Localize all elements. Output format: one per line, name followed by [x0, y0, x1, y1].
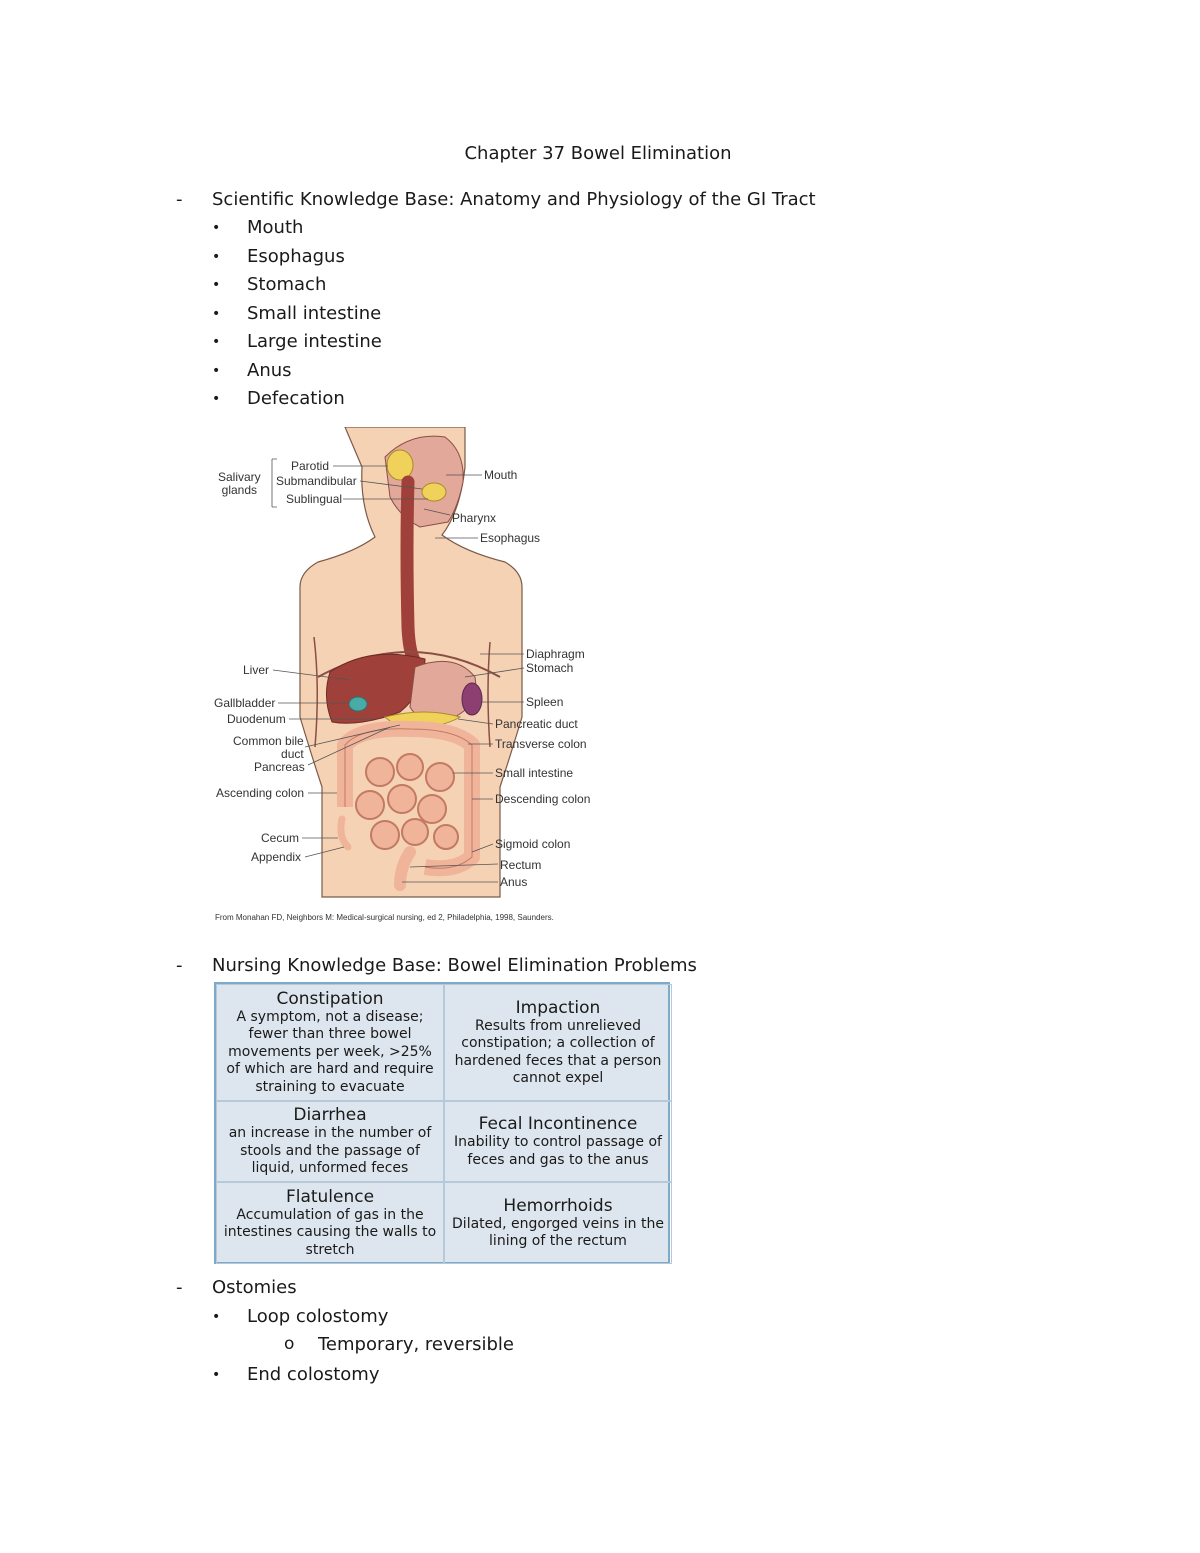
cell-body: A symptom, not a disease; fewer than thr…	[226, 1008, 434, 1095]
spleen	[461, 682, 483, 716]
label-stomach: Stomach	[526, 661, 574, 675]
label-duodenum: Duodenum	[227, 712, 286, 726]
sub-bullet-icon: o	[284, 1334, 295, 1354]
submandibular-gland	[421, 482, 447, 502]
table-cell-flatulence: Flatulence Accumulation of gas in the in…	[216, 1182, 444, 1264]
rib-line-right	[487, 641, 491, 748]
figure-caption: From Monahan FD, Neighbors M: Medical-su…	[215, 913, 554, 922]
label-rectum: Rectum	[500, 858, 542, 872]
list-item: Large intestine	[247, 331, 382, 352]
label-liver: Liver	[243, 663, 270, 677]
table-cell-fecal-incontinence: Fecal Incontinence Inability to control …	[444, 1101, 672, 1182]
cell-title: Hemorrhoids	[503, 1195, 613, 1216]
label-spleen: Spleen	[526, 695, 564, 709]
bullet-icon: •	[212, 1309, 221, 1325]
label-ascending-colon: Ascending colon	[216, 786, 305, 800]
label-descending-colon: Descending colon	[495, 792, 591, 806]
rectum	[394, 846, 416, 891]
label-appendix: Appendix	[251, 850, 302, 864]
list-item: Anus	[247, 360, 292, 381]
cell-body: Results from unrelieved constipation; a …	[454, 1017, 662, 1087]
section-dash: -	[176, 189, 183, 210]
bullet-icon: •	[212, 334, 221, 350]
leader-lines	[271, 458, 525, 883]
label-mouth: Mouth	[484, 468, 518, 482]
list-item: Mouth	[247, 217, 304, 238]
section-dash: -	[176, 1277, 183, 1298]
label-anus: Anus	[500, 875, 528, 889]
label-pancreas: Pancreas	[254, 760, 305, 774]
parotid-gland	[386, 449, 414, 481]
label-transverse-colon: Transverse colon	[495, 737, 587, 751]
list-item: Defecation	[247, 388, 345, 409]
cell-body: Dilated, engorged veins in the lining of…	[452, 1215, 664, 1250]
page-title: Chapter 37 Bowel Elimination	[464, 143, 732, 164]
section-heading-problems: Nursing Knowledge Base: Bowel Eliminatio…	[212, 955, 697, 976]
bowel-problems-table: Constipation A symptom, not a disease; f…	[214, 982, 672, 1264]
bullet-icon: •	[212, 249, 221, 265]
table-cell-impaction: Impaction Results from unrelieved consti…	[444, 984, 672, 1101]
cell-title: Flatulence	[285, 1186, 375, 1207]
bullet-icon: •	[212, 363, 221, 379]
gi-tract-illustration	[271, 427, 525, 898]
label-sublingual: Sublingual	[286, 492, 343, 506]
cell-title: Diarrhea	[293, 1105, 367, 1126]
appendix	[337, 815, 352, 851]
table-cell-constipation: Constipation A symptom, not a disease; f…	[216, 984, 444, 1101]
label-salivary-glands: Salivary glands	[218, 470, 261, 497]
list-item: Small intestine	[247, 303, 382, 324]
cell-body: Inability to control passage of feces an…	[454, 1134, 662, 1168]
cell-body: Accumulation of gas in the intestines ca…	[223, 1206, 437, 1258]
label-common-bile-duct: Common bile duct	[233, 734, 304, 761]
label-small-intestine: Small intestine	[495, 766, 574, 780]
label-pharynx: Pharynx	[452, 511, 497, 525]
cell-title: Fecal Incontinence	[478, 1114, 638, 1134]
label-parotid: Parotid	[291, 459, 330, 473]
gi-tract-figure: Salivary glands Parotid Submandibular Su…	[210, 427, 610, 927]
label-esophagus: Esophagus	[480, 531, 541, 545]
gallbladder	[348, 696, 368, 712]
cell-title: Impaction	[515, 997, 601, 1018]
bullet-icon: •	[212, 391, 221, 407]
label-diaphragm: Diaphragm	[526, 647, 585, 661]
bullet-icon: •	[212, 277, 221, 293]
label-sigmoid-colon: Sigmoid colon	[495, 837, 571, 851]
bullet-icon: •	[212, 1367, 221, 1383]
small-intestine	[355, 753, 459, 850]
list-item: End colostomy	[247, 1364, 380, 1385]
table-cell-diarrhea: Diarrhea an increase in the number of st…	[216, 1101, 444, 1182]
list-item: Esophagus	[247, 246, 345, 267]
label-submandibular: Submandibular	[276, 474, 357, 488]
table-cell-hemorrhoids: Hemorrhoids Dilated, engorged veins in t…	[444, 1182, 672, 1264]
label-gallbladder: Gallbladder	[214, 696, 276, 710]
sub-list-item: Temporary, reversible	[318, 1334, 514, 1355]
section-heading-anatomy: Scientific Knowledge Base: Anatomy and P…	[212, 189, 816, 210]
bullet-icon: •	[212, 220, 221, 236]
section-dash: -	[176, 955, 183, 976]
rib-line-left	[313, 636, 319, 748]
label-cecum: Cecum	[261, 831, 300, 845]
cell-body: an increase in the number of stools and …	[228, 1125, 432, 1177]
label-pancreatic-duct: Pancreatic duct	[495, 717, 578, 731]
cell-title: Constipation	[276, 988, 384, 1009]
list-item: Stomach	[247, 274, 327, 295]
bullet-icon: •	[212, 306, 221, 322]
section-heading-ostomies: Ostomies	[212, 1277, 297, 1298]
list-item: Loop colostomy	[247, 1306, 389, 1327]
